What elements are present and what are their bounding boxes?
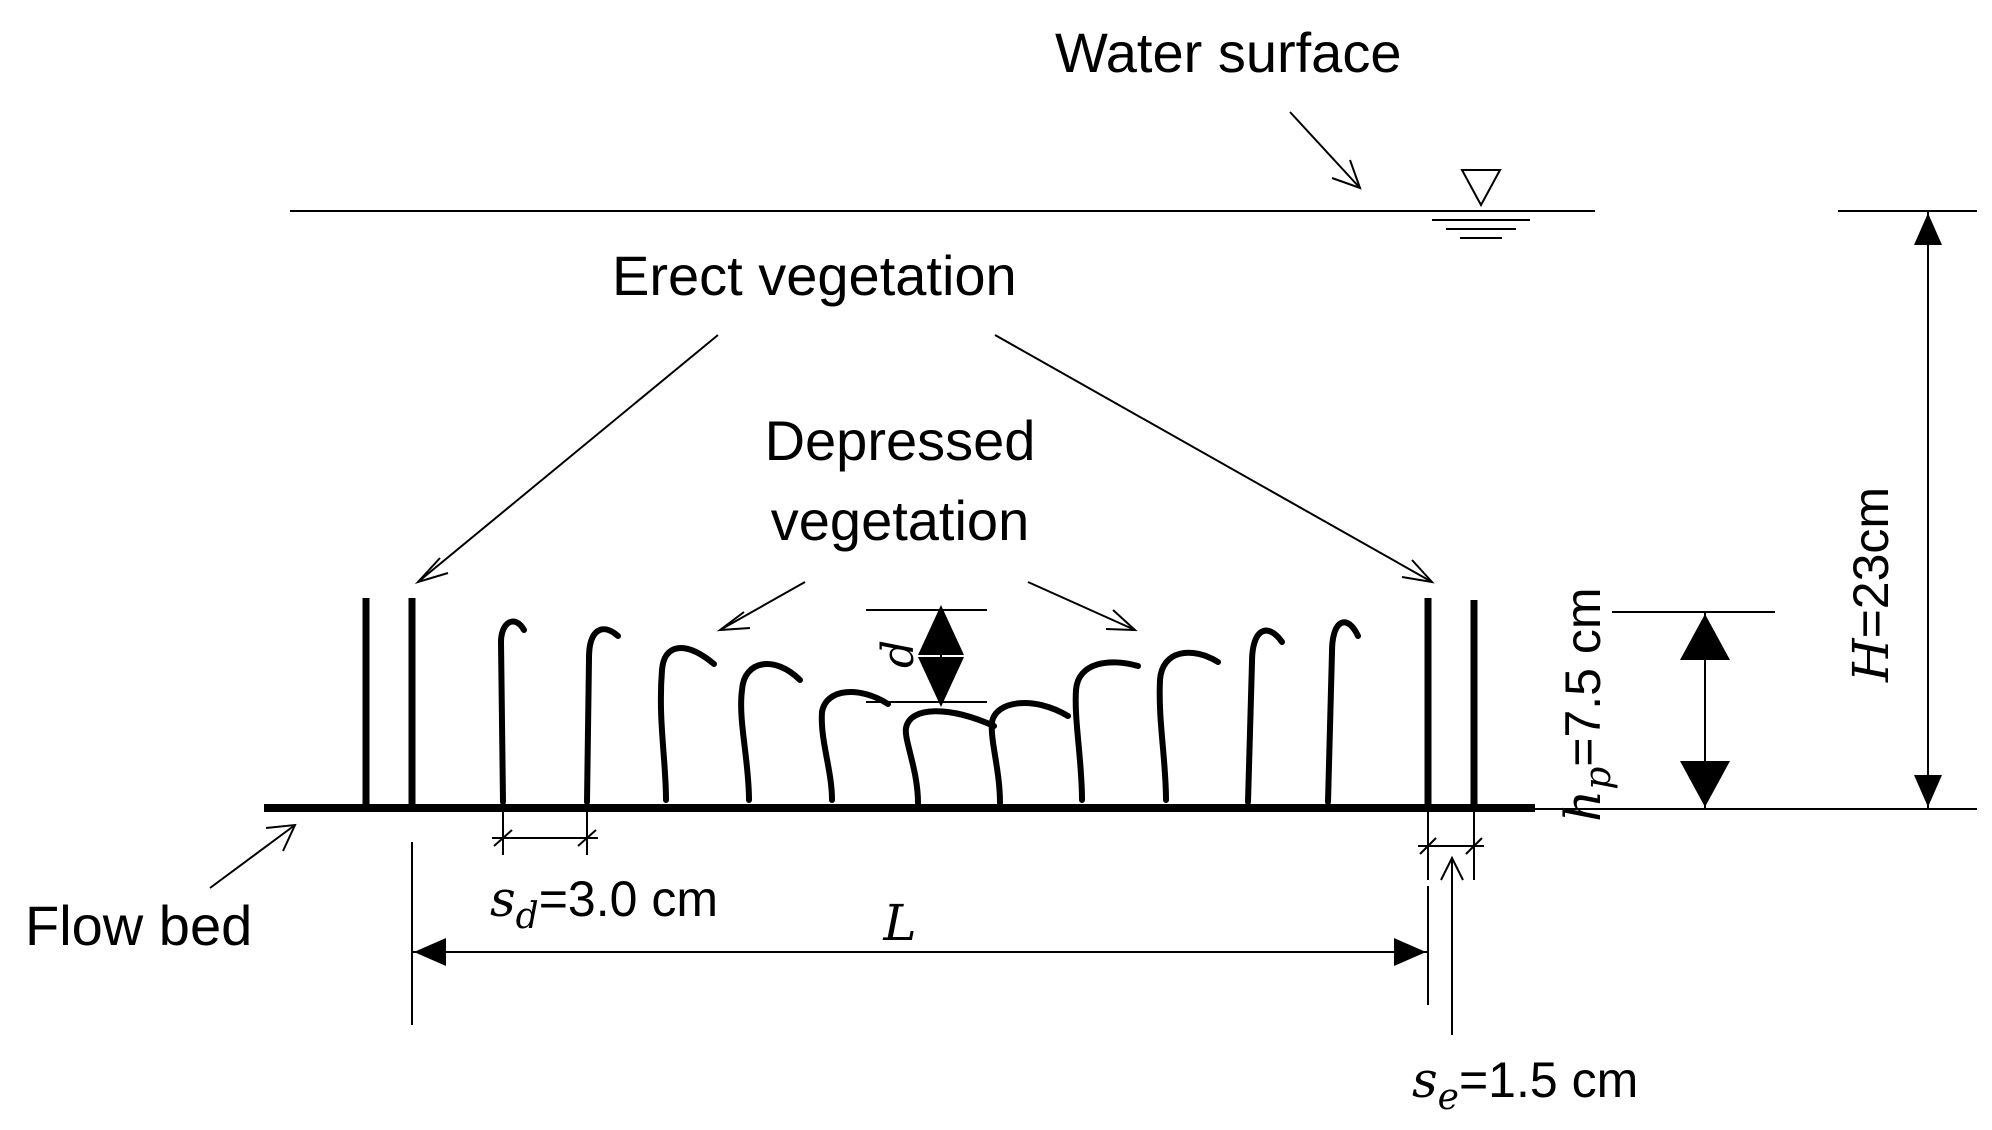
flow-bed-label: Flow bed	[25, 894, 252, 957]
depressed-spacing-label: sd=3.0 cm	[490, 870, 718, 937]
plant-height-value: =7.5 cm	[1555, 588, 1611, 767]
depressed-vegetation-pointer-right	[1027, 581, 1138, 632]
depression-depth-dimension	[866, 605, 987, 707]
depressed-stem	[1156, 649, 1221, 803]
water-depth-symbol: H	[1842, 637, 1900, 683]
depressed-vegetation-label-line1: Depressed	[765, 409, 1036, 472]
erect-spacing-dimension	[1418, 812, 1484, 1035]
length-label: L	[882, 894, 916, 952]
depressed-spacing-value: =3.0 cm	[539, 871, 718, 927]
water-depth-label: H=23cm	[1842, 487, 1900, 683]
water-depth-value: =23cm	[1843, 487, 1899, 638]
depressed-stem	[818, 689, 891, 803]
depressed-stem	[988, 700, 1071, 806]
depressed-stem	[1072, 659, 1141, 803]
plant-height-label: hp=7.5 cm	[1554, 588, 1619, 823]
depressed-spacing-dimension	[492, 812, 598, 855]
depressed-vegetation-label-line2: vegetation	[771, 489, 1029, 552]
depressed-stem	[1325, 619, 1361, 805]
erect-spacing-value: =1.5 cm	[1459, 1052, 1638, 1108]
water-depth-dimension	[1838, 210, 1977, 809]
depressed-stem	[498, 618, 527, 805]
length-dimension	[411, 842, 1429, 1025]
erect-vegetation-pointer-right	[994, 334, 1435, 584]
erect-spacing-symbol: s	[1412, 1051, 1438, 1109]
depressed-stem	[657, 645, 717, 803]
depressed-vegetation-pointer-left	[716, 581, 806, 632]
water-level-triangle-icon	[1460, 169, 1502, 208]
flow-bed-pointer	[209, 823, 297, 889]
plant-height-subscript: p	[1578, 767, 1619, 790]
depressed-spacing-subscript: d	[516, 896, 539, 937]
erect-vegetation-label: Erect vegetation	[612, 244, 1017, 307]
erect-spacing-subscript: e	[1438, 1077, 1459, 1118]
water-surface-label: Water surface	[1055, 21, 1401, 84]
plant-height-dimension	[1612, 611, 1775, 809]
plant-height-symbol: h	[1554, 790, 1612, 822]
depressed-stem	[1245, 627, 1285, 805]
water-surface-pointer	[1289, 111, 1362, 190]
depressed-stem	[584, 626, 621, 805]
depressed-spacing-symbol: s	[490, 870, 516, 928]
depressed-stem	[902, 708, 997, 806]
erect-spacing-label: se=1.5 cm	[1412, 1051, 1638, 1118]
depressed-stem	[738, 661, 803, 803]
erect-vegetation-pointer-left	[414, 334, 719, 585]
depression-depth-label: d	[873, 640, 924, 668]
